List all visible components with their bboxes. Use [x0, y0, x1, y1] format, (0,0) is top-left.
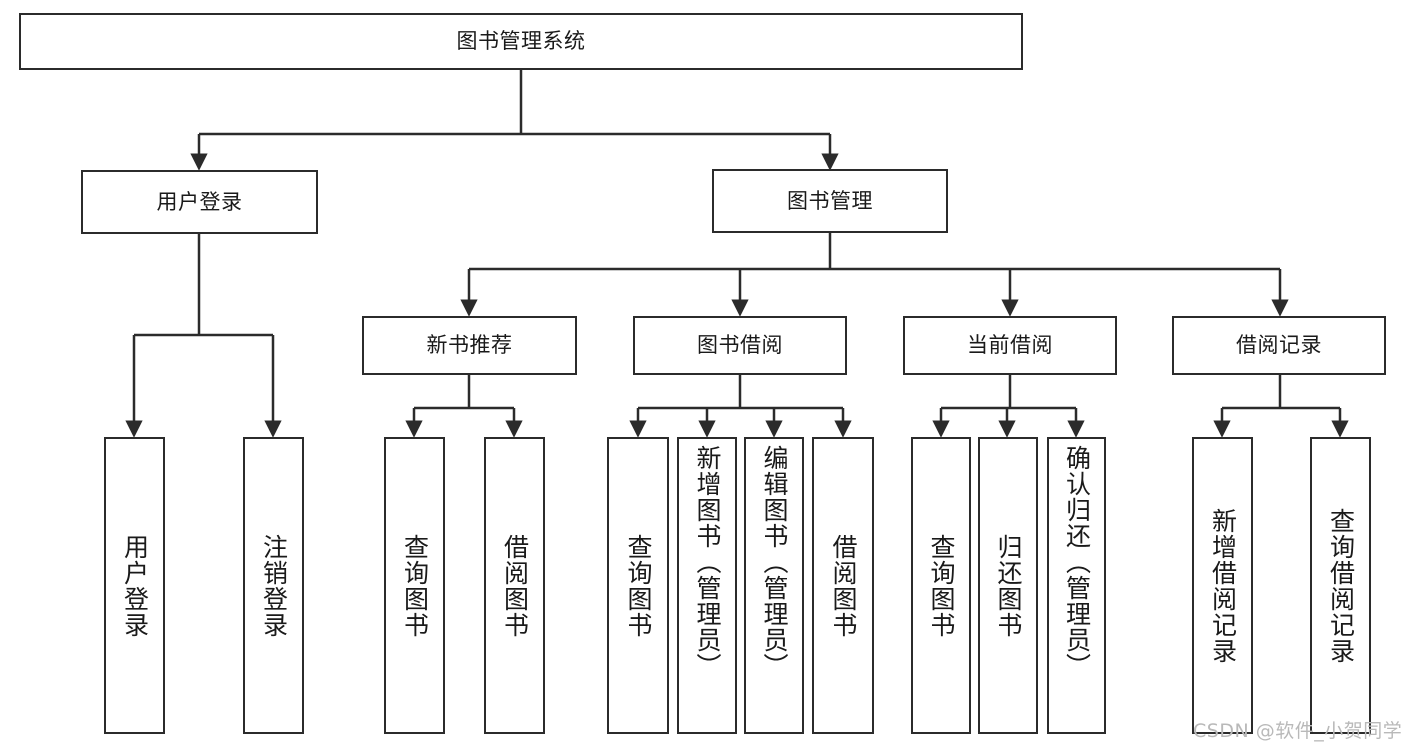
leaf-add-borrow-record[interactable]: 新增借阅记录: [1192, 437, 1253, 734]
leaf-user-login[interactable]: 用户登录: [104, 437, 165, 734]
leaf-query-borrow-record[interactable]: 查询借阅记录: [1310, 437, 1371, 734]
node-current-borrow[interactable]: 当前借阅: [903, 316, 1117, 375]
node-borrow-record[interactable]: 借阅记录: [1172, 316, 1386, 375]
node-label: 图书管理系统: [456, 29, 586, 53]
node-label: 新增图书（管理员）: [693, 445, 722, 679]
node-label: 图书管理: [787, 188, 873, 213]
leaf-add-book-admin[interactable]: 新增图书（管理员）: [677, 437, 737, 734]
node-label: 查询图书: [624, 533, 653, 638]
node-label: 注销登录: [259, 533, 289, 638]
node-label: 查询借阅记录: [1326, 507, 1356, 664]
leaf-confirm-return-admin[interactable]: 确认归还（管理员）: [1047, 437, 1106, 734]
node-label: 归还图书: [994, 533, 1023, 638]
node-new-book-recommend[interactable]: 新书推荐: [362, 316, 577, 375]
watermark-text: CSDN @软件_小贺同学: [1193, 720, 1403, 742]
node-label: 借阅图书: [500, 533, 530, 638]
node-label: 新书推荐: [426, 333, 513, 357]
node-user-login[interactable]: 用户登录: [81, 170, 318, 234]
node-label: 图书借阅: [697, 333, 783, 357]
node-root-system[interactable]: 图书管理系统: [19, 13, 1023, 70]
node-label: 编辑图书（管理员）: [760, 445, 789, 679]
leaf-borrow-book-bb[interactable]: 借阅图书: [812, 437, 874, 734]
leaf-logout[interactable]: 注销登录: [243, 437, 304, 734]
leaf-edit-book-admin[interactable]: 编辑图书（管理员）: [744, 437, 804, 734]
leaf-query-book-cb[interactable]: 查询图书: [911, 437, 971, 734]
node-label: 新增借阅记录: [1208, 507, 1238, 664]
node-label: 当前借阅: [967, 333, 1053, 357]
node-label: 用户登录: [120, 533, 150, 638]
node-label: 借阅记录: [1236, 333, 1322, 357]
leaf-query-book-nb[interactable]: 查询图书: [384, 437, 445, 734]
node-label: 查询图书: [927, 533, 956, 638]
node-label: 查询图书: [400, 533, 430, 638]
node-label: 确认归还（管理员）: [1062, 445, 1092, 679]
node-book-borrow[interactable]: 图书借阅: [633, 316, 847, 375]
leaf-return-book[interactable]: 归还图书: [978, 437, 1038, 734]
leaf-query-book-bb[interactable]: 查询图书: [607, 437, 669, 734]
node-label: 用户登录: [156, 189, 243, 214]
leaf-borrow-book-nb[interactable]: 借阅图书: [484, 437, 545, 734]
node-book-management[interactable]: 图书管理: [712, 169, 948, 233]
node-label: 借阅图书: [829, 533, 858, 638]
